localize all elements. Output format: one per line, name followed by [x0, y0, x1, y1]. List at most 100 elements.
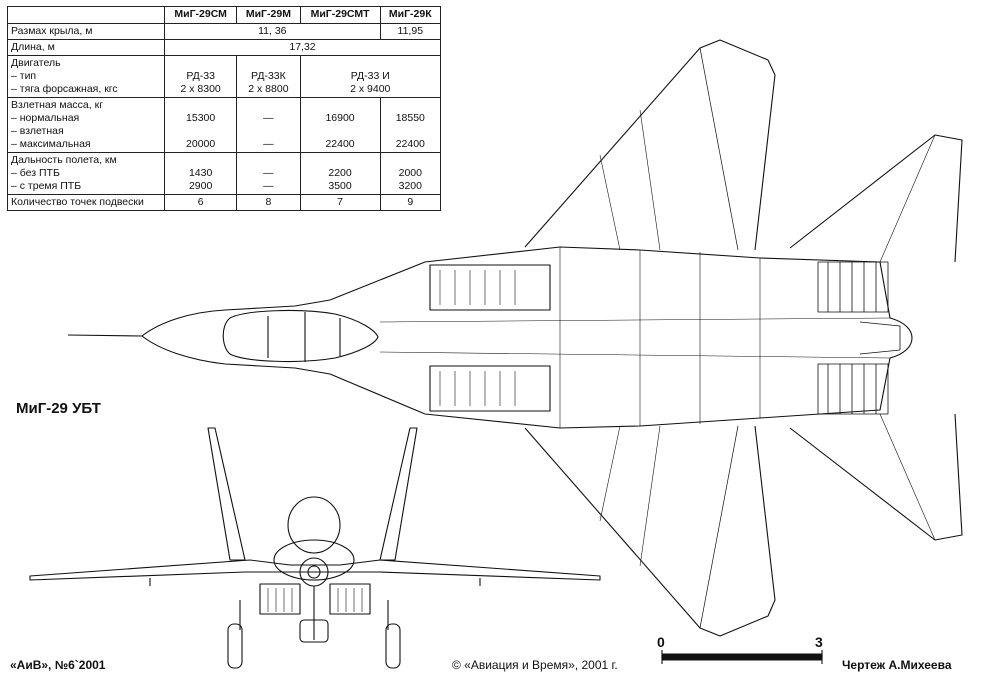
cell-line	[384, 154, 437, 167]
row-label: Дальность полета, км– без ПТБ– с тремя П…	[7, 152, 165, 195]
table-cell: 18550 22400	[379, 97, 442, 153]
lower-stabilizer	[789, 413, 963, 541]
cell-line: 18550	[395, 112, 425, 124]
upper-wing	[524, 39, 776, 251]
table-cell: 17,32	[164, 39, 441, 56]
row-label: Количество точек подвески	[7, 194, 165, 211]
cell-line: 7	[337, 196, 343, 208]
cell-line: 2 х 8800	[248, 83, 289, 95]
front-wings	[29, 559, 601, 581]
left-main-wheel	[227, 623, 243, 669]
footer-author: Чертеж А.Михеева	[842, 658, 952, 672]
scale-start-label: 0	[657, 634, 665, 650]
cell-line: 22400	[395, 138, 425, 150]
table-cell: — —	[236, 97, 301, 153]
nose-gear-wheels	[299, 619, 329, 643]
upper-stabilizer	[789, 134, 963, 263]
scale-end-label: 3	[815, 634, 823, 650]
cell-line	[240, 99, 296, 112]
cell-line	[240, 154, 296, 167]
table-row: Двигатель– тип– тяга форсажная, кгс РД-3…	[7, 55, 442, 98]
cell-line: 8	[265, 196, 272, 208]
table-cell: 8	[236, 194, 301, 211]
row-label-line: – без ПТБ	[11, 167, 60, 179]
cell-line: РД-33К	[251, 70, 286, 82]
cell-line	[240, 125, 296, 138]
cell-line: 2 х 8300	[180, 83, 221, 95]
row-label-line: Дальность полета, км	[11, 154, 117, 166]
cell-line	[304, 99, 377, 112]
upper-nacelle	[429, 264, 551, 311]
aircraft-label: МиГ-29 УБТ	[16, 400, 101, 417]
cell-line	[304, 154, 377, 167]
canopy	[222, 309, 379, 363]
spec-table: МиГ-29СМ МиГ-29М МиГ-29СМТ МиГ-29К Разма…	[7, 6, 442, 211]
header-cell	[7, 6, 165, 24]
lower-nacelle	[429, 365, 551, 412]
row-label-line: – тип	[11, 70, 37, 82]
cell-line	[168, 57, 233, 70]
spec-table-header: МиГ-29СМ МиГ-29М МиГ-29СМТ МиГ-29К	[7, 6, 442, 24]
header-cell: МиГ-29СМТ	[299, 6, 381, 24]
cell-line: 1430	[188, 167, 213, 179]
cell-line: —	[263, 180, 274, 192]
footer-copyright: © «Авиация и Время», 2001 г.	[452, 658, 618, 672]
left-intake	[259, 583, 301, 615]
row-label-line: Двигатель	[11, 57, 61, 69]
table-row: Количество точек подвески 6 8 7 9	[7, 194, 442, 211]
row-label: Взлетная масса, кг– нормальная– взлетная…	[7, 97, 165, 153]
row-label: Двигатель– тип– тяга форсажная, кгс	[7, 55, 165, 98]
cell-line	[168, 99, 233, 112]
table-cell: 9	[379, 194, 442, 211]
row-label-line: Взлетная масса, кг	[11, 99, 104, 111]
row-label-line: – максимальная	[11, 138, 91, 150]
footer-issue: «АиВ», №6`2001	[10, 658, 106, 672]
table-cell: 7	[299, 194, 381, 211]
right-fin	[379, 427, 418, 561]
left-fin	[207, 427, 246, 561]
cell-line	[168, 125, 233, 138]
cell-line: 9	[407, 196, 414, 208]
front-view	[29, 427, 601, 669]
row-label: Длина, м	[7, 39, 165, 56]
cell-line	[384, 99, 437, 112]
table-cell: 15300 20000	[163, 97, 238, 153]
row-label-line: Длина, м	[11, 41, 55, 53]
right-main-wheel	[385, 623, 401, 669]
row-label-line: – тяга форсажная, кгс	[11, 83, 118, 95]
table-cell: 11, 36	[164, 23, 381, 40]
cell-line: РД-33 И	[350, 70, 390, 82]
cell-line: —	[263, 112, 274, 124]
pitot-probe	[67, 334, 143, 337]
table-cell: 11,95	[379, 23, 442, 40]
cell-line	[304, 125, 377, 138]
cell-line	[168, 154, 233, 167]
cell-line: 6	[197, 196, 204, 208]
cell-line: 2900	[188, 180, 213, 192]
cell-line: 2 х 9400	[350, 83, 391, 95]
cell-line: РД-33	[186, 70, 215, 82]
cell-line	[240, 57, 296, 70]
cell-line: 22400	[325, 138, 355, 150]
cell-line: 2000	[398, 167, 422, 179]
header-cell: МиГ-29СМ	[163, 6, 238, 24]
cell-line: 3200	[398, 180, 422, 192]
row-label-line: – взлетная	[11, 125, 64, 137]
cell-line: 11, 36	[258, 25, 287, 37]
cell-line	[304, 57, 437, 70]
header-cell: МиГ-29М	[236, 6, 301, 24]
table-cell: 6	[163, 194, 238, 211]
row-label-line: – нормальная	[11, 112, 80, 124]
cell-line: 3500	[328, 180, 352, 192]
table-row: Взлетная масса, кг– нормальная– взлетная…	[7, 97, 442, 153]
table-cell: 16900 22400	[299, 97, 381, 153]
top-view	[67, 39, 963, 637]
